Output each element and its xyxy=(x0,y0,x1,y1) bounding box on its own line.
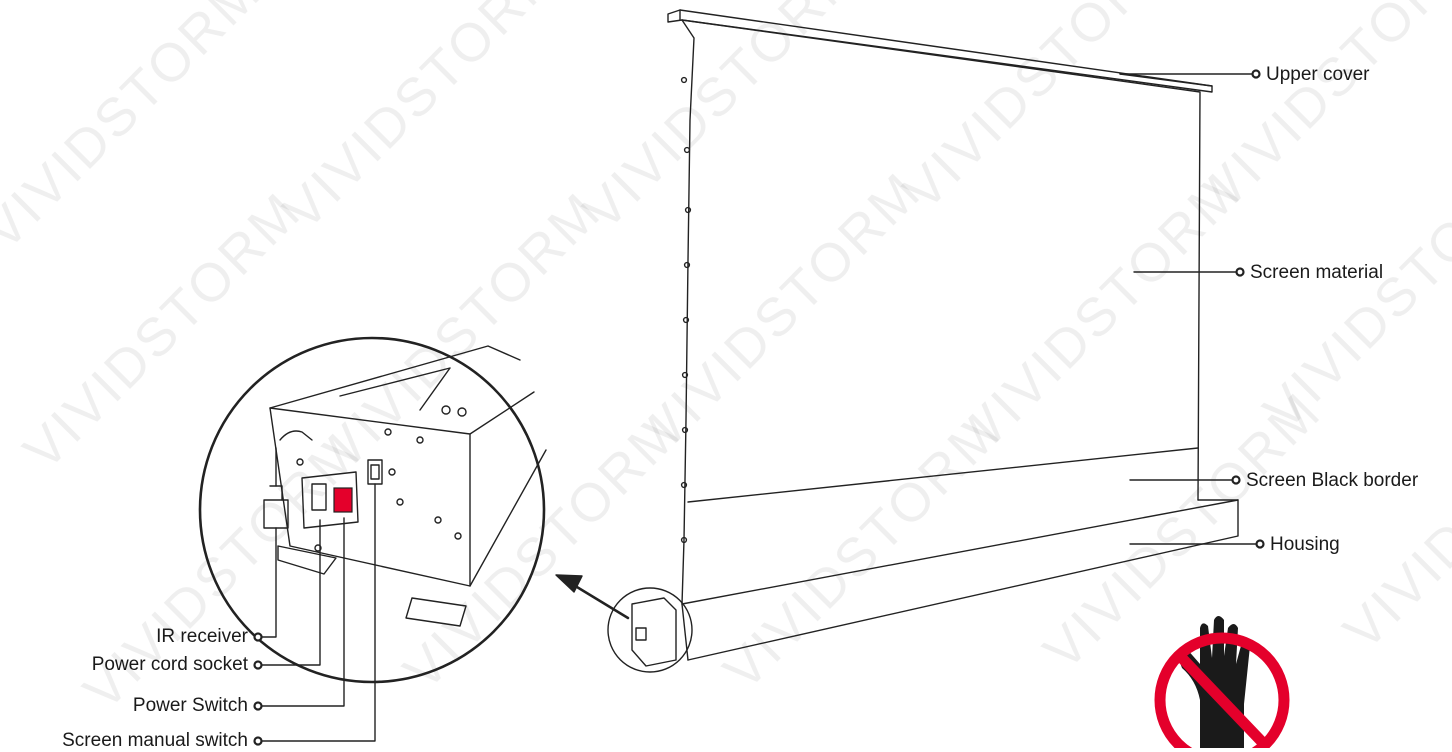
label-upper-cover: Upper cover xyxy=(1266,64,1370,85)
leaders-left xyxy=(261,483,376,742)
zoom-arrow-icon xyxy=(555,574,630,620)
label-ir-receiver: IR receiver xyxy=(156,626,248,647)
label-housing: Housing xyxy=(1270,534,1340,555)
no-touch-hand-icon xyxy=(1154,616,1290,748)
leader-dots-left xyxy=(253,632,263,746)
label-power-cord-socket: Power cord socket xyxy=(91,654,248,675)
housing xyxy=(681,499,1239,661)
side-cable xyxy=(680,76,692,544)
label-screen-material: Screen material xyxy=(1250,262,1384,283)
label-screen-manual-switch: Screen manual switch xyxy=(62,730,248,751)
label-screen-black-border: Screen Black border xyxy=(1246,470,1419,491)
upper-cover xyxy=(667,9,1213,93)
endcap-small-circle xyxy=(607,587,693,673)
power-switch-icon xyxy=(333,487,353,513)
leaders-right xyxy=(1119,73,1257,545)
leader-dots-right xyxy=(1231,69,1265,549)
detail-circle xyxy=(198,336,547,684)
label-power-switch: Power Switch xyxy=(132,695,248,716)
screen-material xyxy=(681,19,1201,605)
